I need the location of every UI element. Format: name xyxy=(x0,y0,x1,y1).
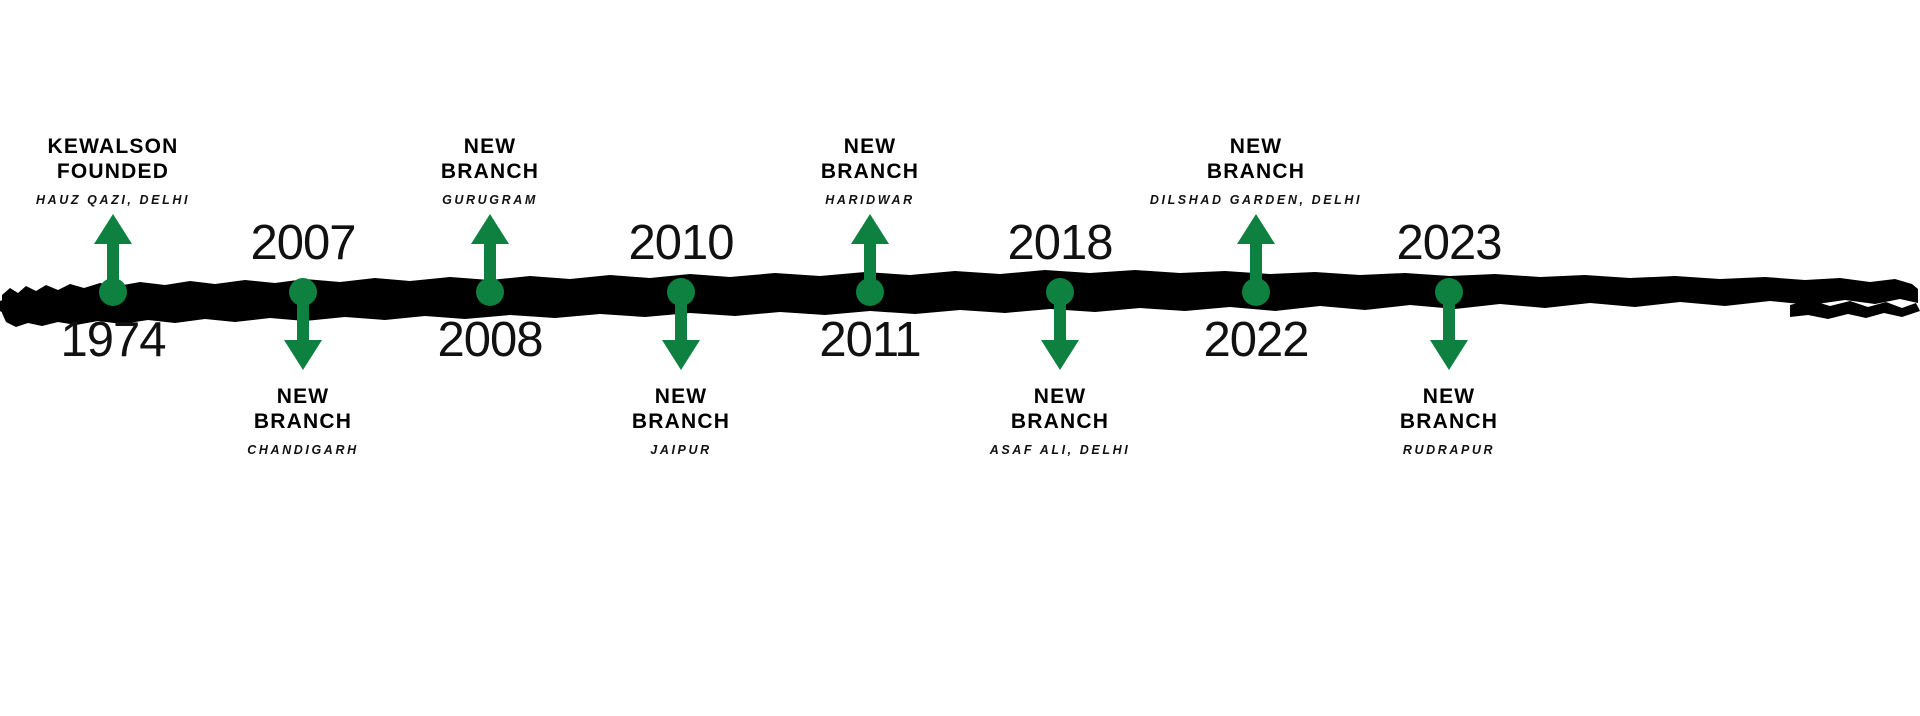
arrow-down-icon xyxy=(659,292,703,370)
milestone-title: NEW BRANCH xyxy=(253,385,353,433)
timeline-milestone-2007: NEW BRANCH CHANDIGARH 2007 xyxy=(133,0,473,716)
arrow-up-icon xyxy=(91,214,135,292)
milestone-year[interactable]: 2007 xyxy=(250,216,356,270)
milestone-year[interactable]: 2023 xyxy=(1396,216,1502,270)
milestone-city: CHANDIGARH xyxy=(247,443,359,457)
milestone-label: NEW BRANCH JAIPUR xyxy=(511,384,851,457)
milestone-city: ASAF ALI, DELHI xyxy=(989,443,1131,457)
timeline-milestone-1974: KEWALSON FOUNDED HAUZ QAZI, DELHI 1974 xyxy=(0,0,283,716)
timeline-milestone-2008: NEW BRANCH GURUGRAM 2008 xyxy=(320,0,660,716)
milestone-label: NEW BRANCH DILSHAD GARDEN, DELHI xyxy=(1086,134,1426,207)
timeline-milestone-2018: NEW BRANCH ASAF ALI, DELHI 2018 xyxy=(890,0,1230,716)
milestone-year[interactable]: 2008 xyxy=(437,313,543,367)
milestone-label: NEW BRANCH RUDRAPUR xyxy=(1279,384,1619,457)
milestone-title: NEW BRANCH xyxy=(440,135,540,183)
arrow-up-icon xyxy=(1234,214,1278,292)
milestone-city: HARIDWAR xyxy=(825,193,915,207)
timeline-milestone-2011: NEW BRANCH HARIDWAR 2011 xyxy=(700,0,1040,716)
milestone-year[interactable]: 2022 xyxy=(1203,313,1309,367)
arrow-up-icon xyxy=(848,214,892,292)
milestone-city: JAIPUR xyxy=(650,443,712,457)
arrow-down-icon xyxy=(1427,292,1471,370)
milestone-title: NEW BRANCH xyxy=(631,385,731,433)
milestone-year[interactable]: 2011 xyxy=(819,313,921,367)
timeline-milestone-2022: NEW BRANCH DILSHAD GARDEN, DELHI 2022 xyxy=(1086,0,1426,716)
timeline-milestone-2010: NEW BRANCH JAIPUR 2010 xyxy=(511,0,851,716)
milestone-year[interactable]: 2018 xyxy=(1007,216,1113,270)
arrow-down-icon xyxy=(281,292,325,370)
arrow-up-icon xyxy=(468,214,512,292)
milestone-title: NEW BRANCH xyxy=(1399,385,1499,433)
milestone-city: HAUZ QAZI, DELHI xyxy=(35,193,191,207)
milestone-title: NEW BRANCH xyxy=(1010,385,1110,433)
timeline-milestone-2023: NEW BRANCH RUDRAPUR 2023 xyxy=(1279,0,1619,716)
milestone-label: NEW BRANCH HARIDWAR xyxy=(700,134,1040,207)
milestone-title: KEWALSON FOUNDED xyxy=(47,135,179,183)
milestone-label: KEWALSON FOUNDED HAUZ QAZI, DELHI xyxy=(0,134,283,207)
milestone-label: NEW BRANCH CHANDIGARH xyxy=(133,384,473,457)
milestone-year[interactable]: 1974 xyxy=(60,313,166,367)
milestone-city: DILSHAD GARDEN, DELHI xyxy=(1149,193,1363,207)
milestone-city: RUDRAPUR xyxy=(1402,443,1496,457)
milestone-title: NEW BRANCH xyxy=(820,135,920,183)
milestone-label: NEW BRANCH ASAF ALI, DELHI xyxy=(890,384,1230,457)
arrow-down-icon xyxy=(1038,292,1082,370)
milestone-label: NEW BRANCH GURUGRAM xyxy=(320,134,660,207)
milestone-year[interactable]: 2010 xyxy=(628,216,734,270)
milestone-title: NEW BRANCH xyxy=(1206,135,1306,183)
milestone-city: GURUGRAM xyxy=(442,193,538,207)
